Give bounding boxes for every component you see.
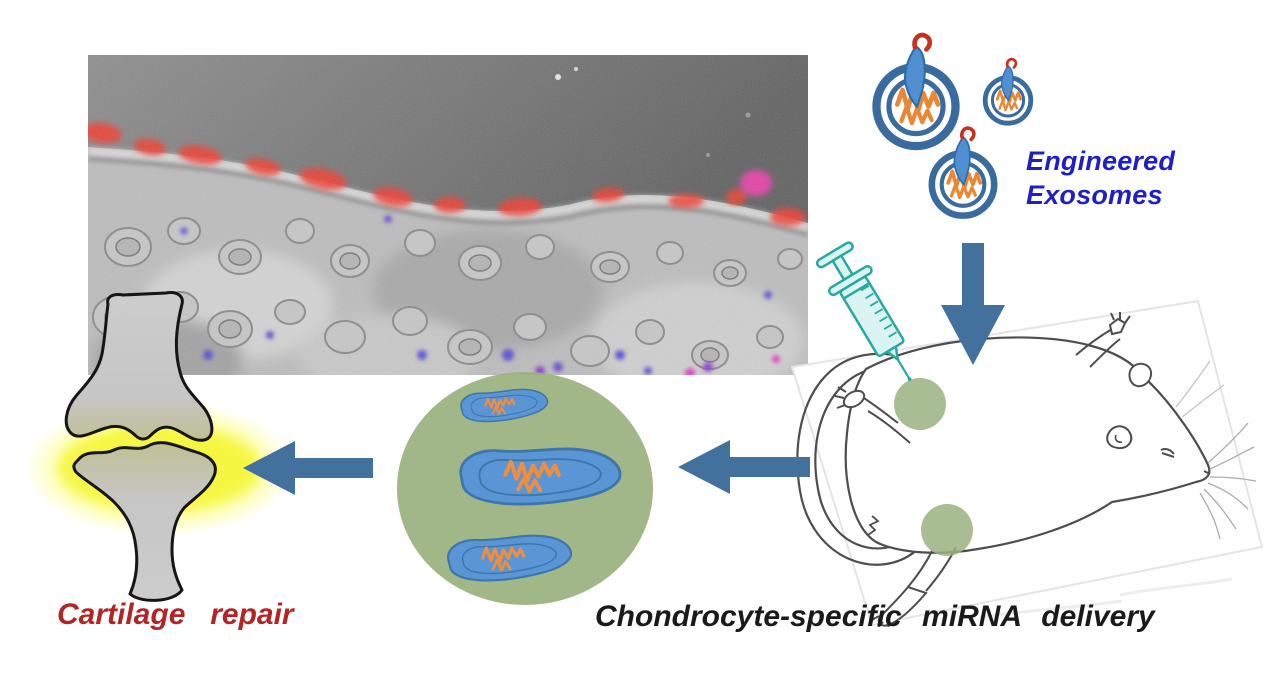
- exosome-icon-small: [985, 59, 1031, 123]
- mouse-whiskers: [1175, 360, 1257, 540]
- injection-site-icon-upper: [894, 378, 946, 430]
- mouse-hindleg-right: [1075, 312, 1131, 368]
- engineered-exosomes-label: Engineered Exosomes: [1026, 144, 1175, 212]
- micrograph-image: [88, 55, 808, 375]
- cartilage-micrograph: [88, 55, 808, 375]
- chondrocyte-cells: [445, 386, 653, 585]
- arrow-left-icon: [243, 441, 373, 495]
- arrow-left-far: [243, 441, 373, 495]
- injection-site-icon-lower: [921, 504, 973, 556]
- mouse-foreleg-left: [834, 386, 911, 444]
- engineered-exosomes-line1: Engineered: [1026, 146, 1176, 176]
- engineered-exosomes-line2: Exosomes: [1026, 180, 1163, 210]
- knee-joint-icon: [24, 291, 296, 602]
- arrow-left-mid: [678, 440, 810, 494]
- knee-joint: [18, 288, 308, 610]
- chondrocyte-cell-icon-bottom: [445, 532, 574, 585]
- mirna-delivery-caption: Chondrocyte-specific miRNA delivery: [595, 600, 1155, 633]
- exosome-icon-large: [876, 35, 955, 146]
- mouse-illustration: [780, 295, 1270, 627]
- syringe-icon: [815, 241, 912, 381]
- syringe: [804, 233, 939, 399]
- chondrocyte-cell-icon-middle: [461, 449, 620, 504]
- arrow-down-icon: [941, 243, 1005, 365]
- arrow-down: [941, 243, 1005, 365]
- femur-bone: [64, 291, 214, 442]
- chondrocyte-cell-icon-top: [459, 386, 550, 425]
- cartilage-tissue-circle: [397, 372, 653, 605]
- needle: [896, 358, 911, 379]
- arrow-left-icon: [678, 440, 810, 494]
- mouse-head-details: [1106, 362, 1211, 475]
- cartilage-repair-label: Cartilage repair: [57, 598, 294, 631]
- mouse-icon: [790, 299, 1264, 627]
- tibia-bone: [72, 441, 217, 602]
